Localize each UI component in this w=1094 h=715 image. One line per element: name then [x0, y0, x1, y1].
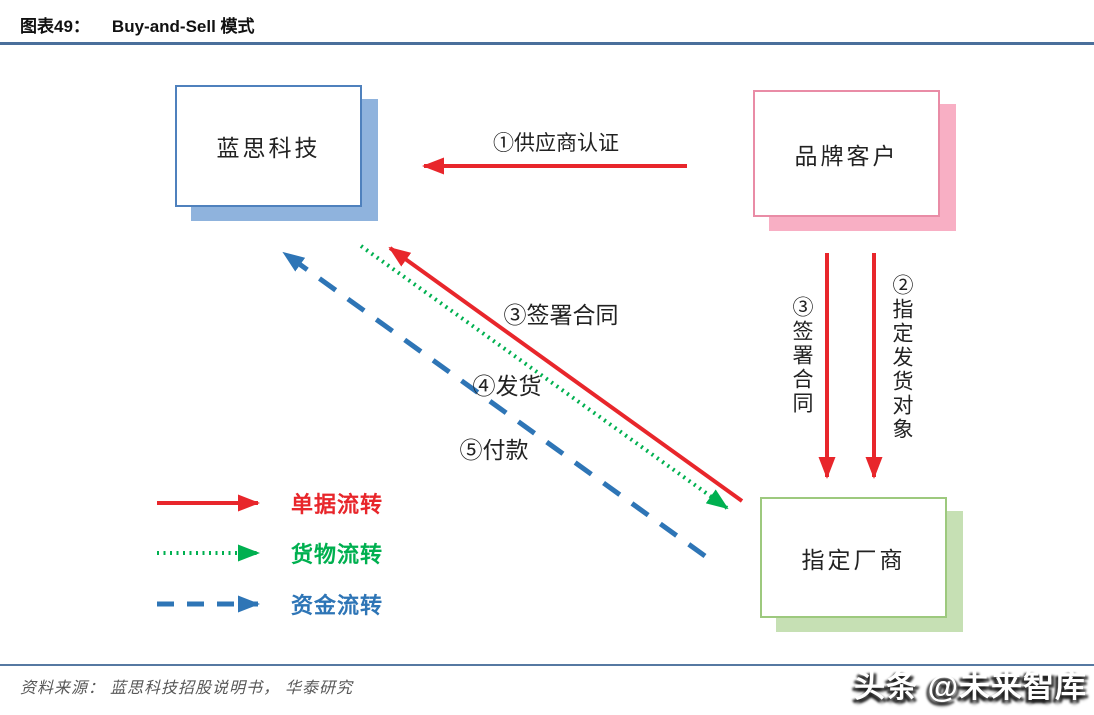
arrow-sign-contract-diagonal: [388, 246, 744, 503]
edge-label-sign-contract-vertical: ③签署合同: [790, 296, 814, 416]
edge-label-shipping: ④发货: [472, 374, 542, 399]
figure-title: Buy-and-Sell 模式: [111, 17, 255, 36]
watermark-text: 头条 @未来智库: [854, 669, 1087, 704]
node-mfr-box: 指定厂商: [760, 497, 947, 618]
edge-label-supplier-certification: ①供应商认证: [493, 131, 619, 155]
node-brand-label: 品牌客户: [794, 143, 899, 169]
legend-label-funds-flow: 资金流转: [291, 593, 384, 618]
footer-divider: [0, 664, 1094, 666]
legend-label-documents-flow: 单据流转: [291, 492, 384, 517]
node-mfr-label: 指定厂商: [801, 547, 906, 573]
figure-header: 图表49： Buy-and-Sell 模式: [20, 12, 255, 37]
node-designated-manufacturer: 指定厂商: [760, 497, 963, 632]
edge-label-sign-contract-diagonal: ③签署合同: [503, 303, 619, 328]
legend-label-goods-flow: 货物流转: [291, 542, 384, 567]
node-lens-label: 蓝思科技: [216, 136, 321, 161]
node-brand-box: 品牌客户: [753, 90, 940, 217]
arrow-shipping: [359, 244, 729, 510]
figure-number: 图表49：: [20, 17, 90, 36]
edge-label-payment: ⑤付款: [459, 438, 529, 463]
source-note: 资料来源： 蓝思科技招股说明书， 华泰研究: [20, 680, 354, 697]
title-underline: [0, 42, 1094, 45]
node-lens-box: 蓝思科技: [175, 85, 362, 207]
node-lens-technology: 蓝思科技: [175, 85, 378, 221]
arrow-payment: [282, 250, 707, 559]
edge-label-designate-shipping-target: ②指定发货对象: [890, 274, 914, 442]
node-brand-customer: 品牌客户: [753, 90, 956, 231]
